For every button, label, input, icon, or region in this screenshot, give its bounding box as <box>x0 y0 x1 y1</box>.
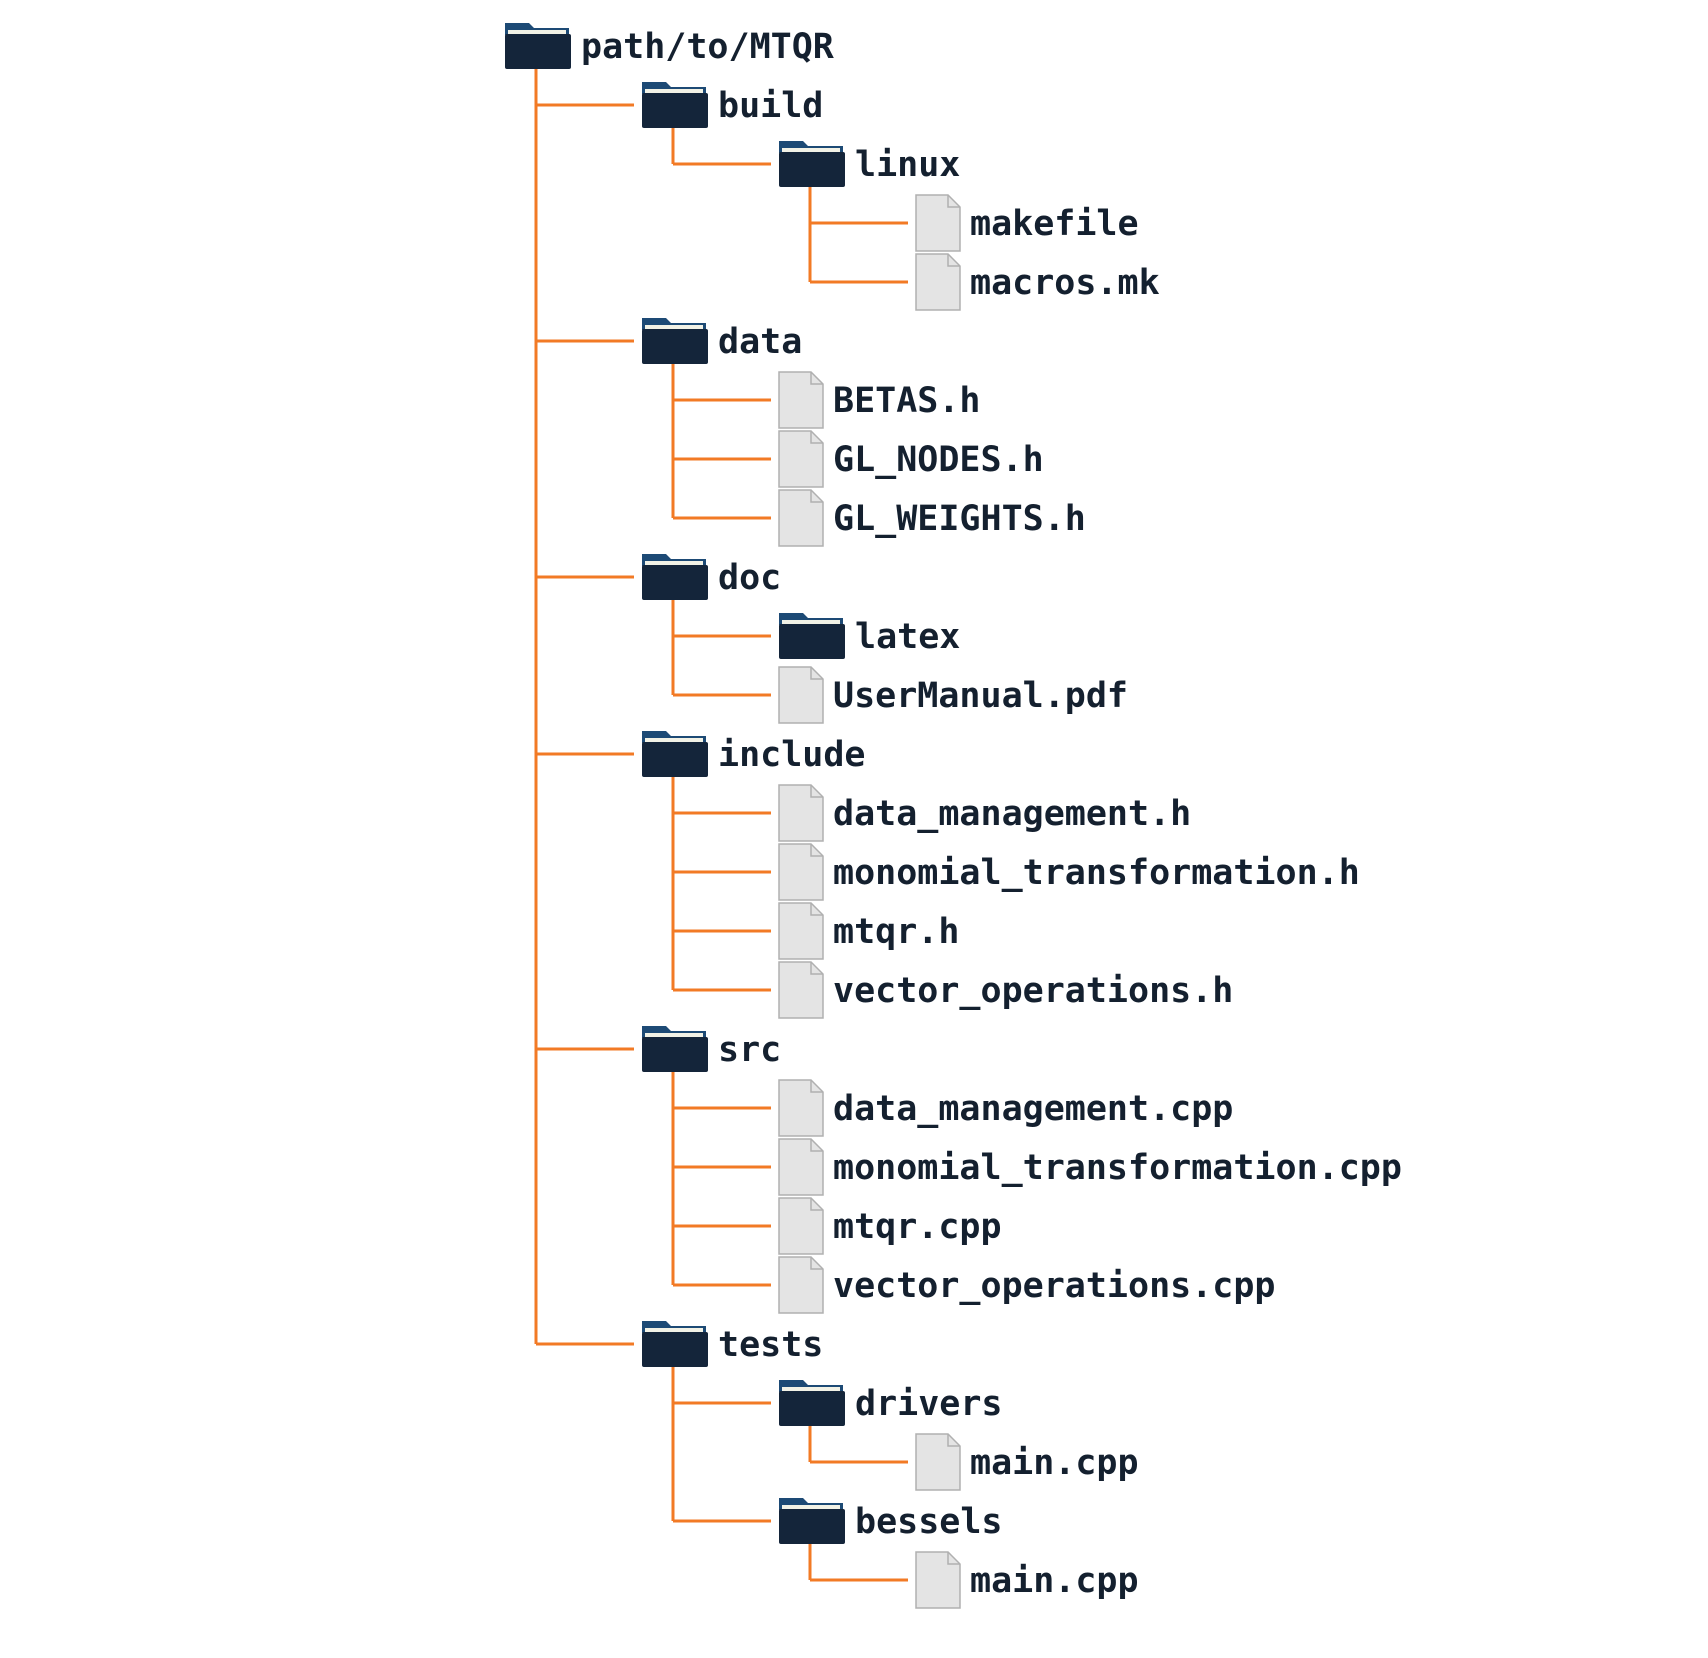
file-label: vector_operations.h <box>833 971 1233 1011</box>
folder-node[interactable]: latex <box>779 613 960 659</box>
file-icon <box>778 1138 824 1196</box>
file-label: GL_NODES.h <box>833 440 1044 480</box>
file-node[interactable]: data_management.cpp <box>778 1079 1233 1137</box>
file-node[interactable]: monomial_transformation.h <box>778 843 1360 901</box>
folder-node[interactable]: tests <box>642 1321 823 1367</box>
file-node[interactable]: GL_NODES.h <box>778 430 1044 488</box>
folder-node[interactable]: linux <box>779 141 960 187</box>
folder-label: build <box>718 86 823 126</box>
file-node[interactable]: data_management.h <box>778 784 1191 842</box>
folder-label: doc <box>718 558 781 598</box>
folder-node[interactable]: doc <box>642 554 781 600</box>
folder-node[interactable]: bessels <box>779 1498 1003 1544</box>
folder-label: include <box>718 735 866 775</box>
file-icon <box>778 784 824 842</box>
folder-icon <box>642 731 708 777</box>
file-icon <box>778 430 824 488</box>
file-node[interactable]: vector_operations.cpp <box>778 1256 1276 1314</box>
folder-icon <box>642 1321 708 1367</box>
file-node[interactable]: vector_operations.h <box>778 961 1233 1019</box>
file-node[interactable]: GL_WEIGHTS.h <box>778 489 1086 547</box>
file-icon <box>915 253 961 311</box>
file-node[interactable]: UserManual.pdf <box>778 666 1128 724</box>
folder-label: bessels <box>855 1502 1003 1542</box>
folder-label: linux <box>855 145 960 185</box>
folder-icon <box>642 82 708 128</box>
folder-icon <box>642 1026 708 1072</box>
folder-label: data <box>718 322 802 362</box>
file-icon <box>778 1256 824 1314</box>
file-label: monomial_transformation.cpp <box>833 1148 1402 1188</box>
file-icon <box>778 1079 824 1137</box>
folder-node[interactable]: include <box>642 731 866 777</box>
folder-node[interactable]: drivers <box>779 1380 1003 1426</box>
folder-icon <box>642 318 708 364</box>
file-icon <box>778 961 824 1019</box>
file-node[interactable]: macros.mk <box>915 253 1160 311</box>
folder-icon <box>505 23 571 69</box>
file-icon <box>778 371 824 429</box>
folder-icon <box>779 141 845 187</box>
folder-node[interactable]: src <box>642 1026 781 1072</box>
file-node[interactable]: mtqr.h <box>778 902 959 960</box>
folder-label: latex <box>855 617 960 657</box>
folder-icon <box>779 613 845 659</box>
file-icon <box>915 1551 961 1609</box>
file-label: macros.mk <box>970 263 1160 303</box>
file-label: UserManual.pdf <box>833 676 1128 716</box>
file-icon <box>778 489 824 547</box>
file-label: GL_WEIGHTS.h <box>833 499 1086 539</box>
folder-icon <box>779 1498 845 1544</box>
file-icon <box>915 1433 961 1491</box>
file-node[interactable]: main.cpp <box>915 1433 1139 1491</box>
file-label: main.cpp <box>970 1561 1139 1601</box>
file-icon <box>778 666 824 724</box>
file-label: makefile <box>970 204 1139 244</box>
file-label: mtqr.h <box>833 912 959 952</box>
file-label: main.cpp <box>970 1443 1139 1483</box>
folder-icon <box>779 1380 845 1426</box>
folder-node[interactable]: build <box>642 82 823 128</box>
folder-label: tests <box>718 1325 823 1365</box>
file-icon <box>915 194 961 252</box>
file-label: data_management.cpp <box>833 1089 1233 1129</box>
folder-label: drivers <box>855 1384 1003 1424</box>
file-node[interactable]: main.cpp <box>915 1551 1139 1609</box>
file-label: vector_operations.cpp <box>833 1266 1276 1306</box>
folder-node[interactable]: data <box>642 318 802 364</box>
folder-icon <box>642 554 708 600</box>
file-label: BETAS.h <box>833 381 981 421</box>
file-node[interactable]: makefile <box>915 194 1139 252</box>
file-label: monomial_transformation.h <box>833 853 1360 893</box>
file-label: mtqr.cpp <box>833 1207 1002 1247</box>
file-label: data_management.h <box>833 794 1191 834</box>
file-icon <box>778 843 824 901</box>
file-icon <box>778 1197 824 1255</box>
file-node[interactable]: BETAS.h <box>778 371 981 429</box>
file-node[interactable]: monomial_transformation.cpp <box>778 1138 1402 1196</box>
folder-label: path/to/MTQR <box>581 27 835 67</box>
file-node[interactable]: mtqr.cpp <box>778 1197 1002 1255</box>
folder-label: src <box>718 1030 781 1070</box>
connector-lines <box>534 69 908 1582</box>
root-folder[interactable]: path/to/MTQR <box>505 23 835 69</box>
file-icon <box>778 902 824 960</box>
